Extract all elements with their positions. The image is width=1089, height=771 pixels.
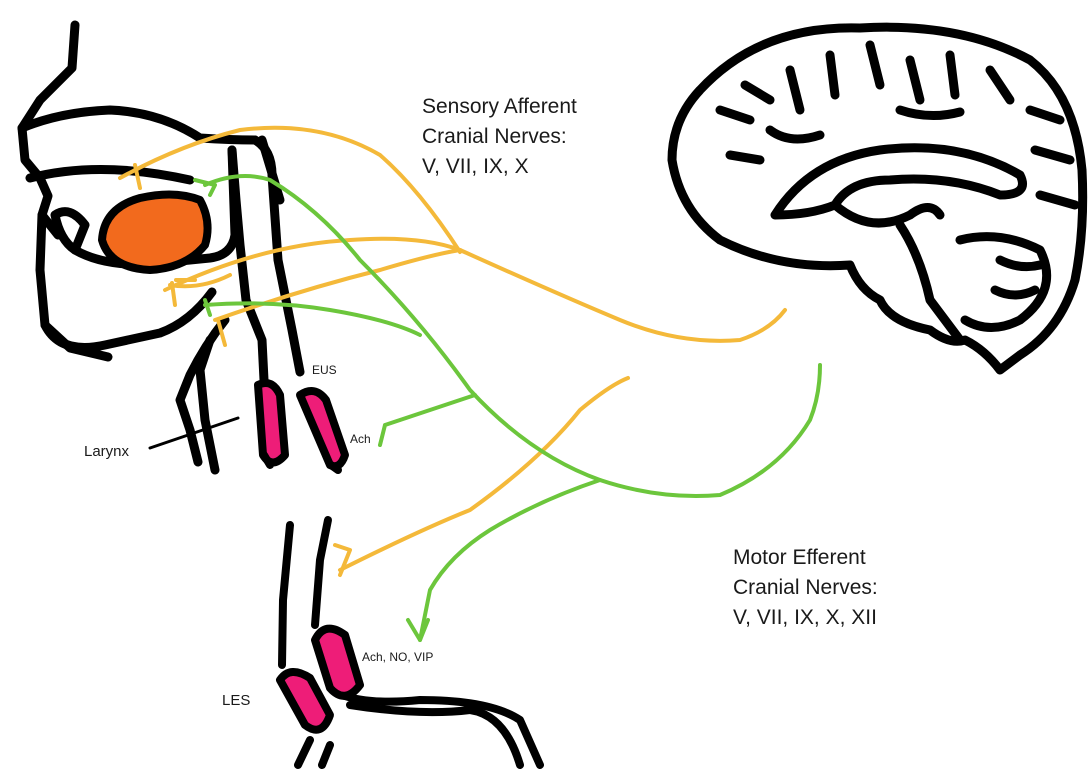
motor-title-line1: Motor Efferent [733, 543, 878, 573]
motor-nerve-lower [420, 480, 600, 640]
sulcus-4 [1030, 110, 1075, 205]
ach-no-vip-label: Ach, NO, VIP [362, 650, 433, 664]
sensory-title-line2: Cranial Nerves: [422, 122, 577, 152]
eus-label: EUS [312, 363, 337, 377]
sensory-trunk [460, 250, 785, 341]
motor-nerve-list: V, VII, IX, X, XII [733, 603, 878, 633]
corpus-callosum [775, 148, 1023, 215]
cerebellum [960, 237, 1047, 328]
nose-profile [22, 25, 75, 235]
motor-branch-lower [408, 620, 428, 640]
eus-sphincter-right [300, 391, 345, 466]
sensory-branch-lower [335, 545, 350, 575]
brain [672, 27, 1083, 370]
sulcus-2 [790, 45, 880, 110]
sensory-title-line1: Sensory Afferent [422, 92, 577, 122]
motor-nerve-mid [205, 303, 420, 335]
les-sphincter-lower [280, 672, 330, 730]
thalamus [835, 205, 940, 223]
sulcus-3 [910, 55, 1010, 100]
motor-branch-ach [380, 395, 475, 445]
eye-socket [55, 212, 85, 250]
tongue-shape [102, 194, 208, 270]
sensory-title: Sensory Afferent Cranial Nerves: V, VII,… [422, 92, 577, 182]
sulcus-1 [720, 85, 770, 160]
pharynx-front-wall [232, 150, 264, 380]
sulcus-5 [770, 110, 960, 139]
les-sphincter-upper [315, 629, 360, 696]
motor-title-line2: Cranial Nerves: [733, 573, 878, 603]
les-label: LES [222, 692, 250, 709]
motor-title: Motor Efferent Cranial Nerves: V, VII, I… [733, 543, 878, 633]
eus-sphincter-left [258, 383, 285, 463]
motor-branch-top [195, 180, 215, 195]
neck-front-inner [200, 340, 215, 470]
ach-upper-label: Ach [350, 432, 371, 446]
upper-palate [30, 169, 190, 180]
sensory-nerve-list: V, VII, IX, X [422, 152, 577, 182]
sulcus-6 [995, 260, 1040, 295]
larynx-label: Larynx [84, 443, 129, 460]
